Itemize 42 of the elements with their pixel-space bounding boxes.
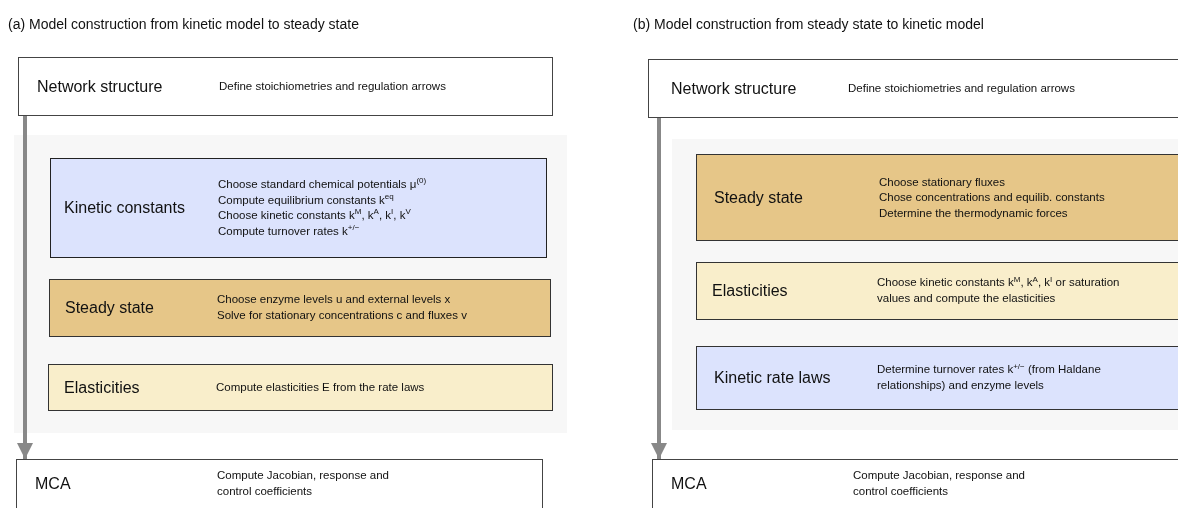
panel-background (672, 139, 1178, 430)
step-box (648, 59, 1178, 118)
step-description: Compute turnover rates k$^{+/−}$ (218, 223, 361, 239)
panel-background (14, 135, 567, 433)
step-description: Choose enzyme levels u and external levels x (217, 292, 452, 308)
arrow (17, 116, 33, 459)
step-box (48, 364, 553, 411)
step-description: Chose concentrations and equilib. constants (879, 189, 1106, 205)
step-heading: Steady state (65, 299, 154, 317)
step-description: Compute Jacobian, response and control coefficients (217, 468, 390, 499)
step-heading: MCA (35, 475, 71, 493)
step-heading: Network structure (671, 79, 797, 98)
panel-title: (b) Model construction from steady state to kinetic model (633, 16, 984, 32)
step-heading: Network structure (37, 77, 163, 96)
step-box (696, 262, 1178, 320)
step-description: Determine the thermodynamic forces (879, 205, 1069, 221)
step-description: Choose standard chemical potentials μ$^{(0)}$ (218, 176, 428, 192)
step-box (16, 459, 543, 508)
step-description: Compute Jacobian, response and control coefficients (853, 468, 1026, 499)
step-heading: Kinetic rate laws (714, 369, 831, 387)
step-description: Define stoichiometries and regulation arrows (219, 78, 447, 94)
step-box (696, 346, 1178, 410)
step-description: Solve for stationary concentrations c and fluxes v (217, 308, 468, 323)
step-description: Choose stationary fluxes (879, 174, 1006, 190)
step-box (652, 459, 1178, 508)
step-box (50, 158, 547, 258)
step-box (49, 279, 551, 337)
step-description: Determine turnover rates k$^{+/−}$ (from Haldane relationships) and enzyme levels (877, 362, 1102, 393)
step-description: Compute elasticities E from the rate laws (216, 379, 426, 395)
step-heading: Elasticities (712, 282, 788, 300)
step-description: Choose kinetic constants k$^{M}$, k$^{A}$, k$^{I}$, k$^{V}$ (218, 208, 412, 223)
step-box (18, 57, 553, 116)
step-description: Define stoichiometries and regulation arrows (848, 80, 1076, 96)
step-heading: MCA (671, 475, 707, 493)
step-heading: Elasticities (64, 378, 140, 397)
step-description: Choose kinetic constants k$^{M}$, k$^{A}$, k$^{I}$ or saturation values and compute the elasticities (877, 275, 1121, 306)
step-heading: Steady state (714, 188, 803, 207)
panel-title: (a) Model construction from kinetic model to steady state (8, 16, 359, 32)
step-description: Compute equilibrium constants k$^{eq}$ (218, 192, 395, 208)
step-heading: Kinetic constants (64, 199, 185, 217)
step-box (696, 154, 1178, 241)
arrow (651, 118, 667, 459)
